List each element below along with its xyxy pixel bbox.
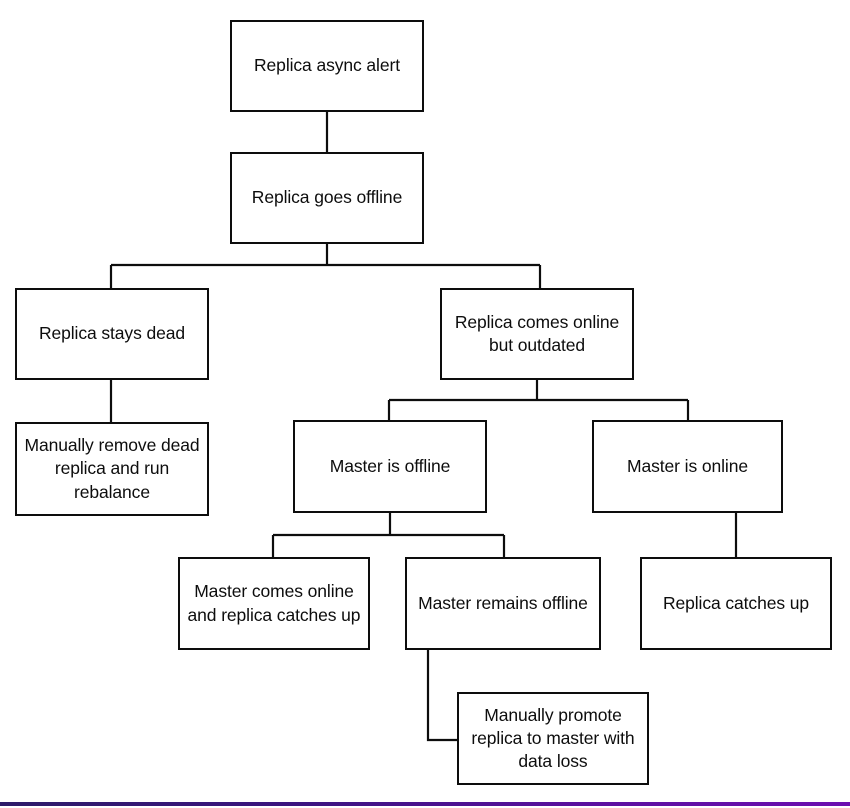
node-label: Replica async alert bbox=[254, 55, 400, 76]
node-manually-remove-dead-replica[interactable]: Manually remove dead replica and run reb… bbox=[15, 422, 209, 516]
node-label: Master is offline bbox=[329, 455, 451, 476]
node-label: Replica goes offline bbox=[251, 187, 403, 208]
node-replica-goes-offline[interactable]: Replica goes offline bbox=[230, 152, 424, 244]
node-label: Replica comes online but outdated bbox=[454, 311, 620, 355]
node-replica-comes-online-but-outdated[interactable]: Replica comes online but outdated bbox=[440, 288, 634, 380]
accent-bar bbox=[0, 800, 850, 808]
node-master-comes-online-and-replica-catches-up[interactable]: Master comes online and replica catches … bbox=[178, 557, 370, 650]
node-label: Master comes online and replica catches … bbox=[187, 581, 361, 625]
node-label: Manually remove dead replica and run reb… bbox=[24, 435, 200, 502]
node-master-remains-offline[interactable]: Master remains offline bbox=[405, 557, 601, 650]
node-label: Master remains offline bbox=[418, 592, 588, 613]
node-replica-stays-dead[interactable]: Replica stays dead bbox=[15, 288, 209, 380]
node-replica-catches-up[interactable]: Replica catches up bbox=[640, 557, 832, 650]
accent-bar-fill bbox=[0, 802, 850, 806]
node-label: Replica catches up bbox=[662, 592, 810, 613]
edge-remains-offline-to-promote bbox=[426, 650, 457, 742]
node-label: Master is online bbox=[627, 455, 748, 476]
node-label: Replica stays dead bbox=[38, 323, 186, 344]
node-master-is-online[interactable]: Master is online bbox=[592, 420, 783, 513]
node-manually-promote-replica-to-master[interactable]: Manually promote replica to master with … bbox=[457, 692, 649, 785]
node-label: Manually promote replica to master with … bbox=[471, 704, 635, 772]
node-replica-async-alert[interactable]: Replica async alert bbox=[230, 20, 424, 112]
node-master-is-offline[interactable]: Master is offline bbox=[293, 420, 487, 513]
